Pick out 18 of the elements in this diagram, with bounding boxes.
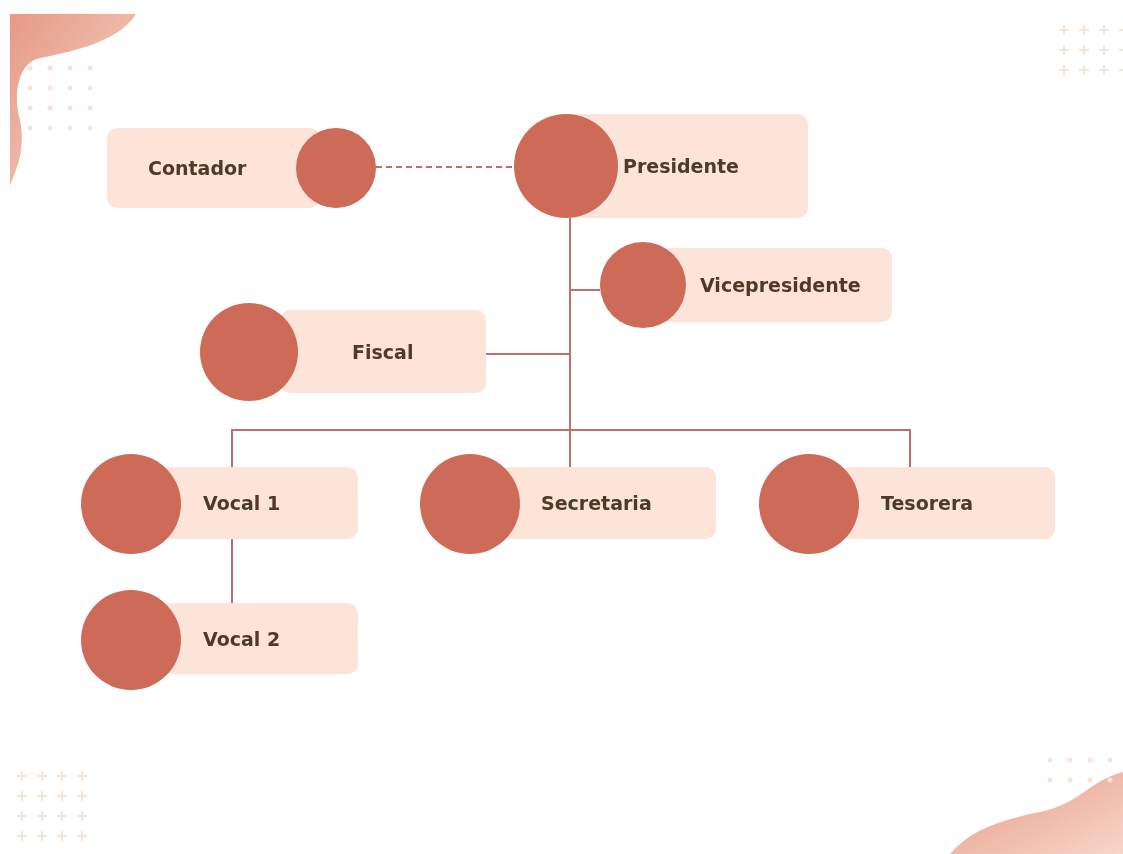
role-label: Secretaria [541,492,652,514]
member-card [759,454,1055,554]
member-card [420,454,716,554]
member-card [81,454,358,554]
role-label: Contador [148,157,247,179]
dashed-connector [375,166,515,168]
member-card [200,303,486,401]
member-card [600,242,892,328]
connector-line [231,538,233,604]
member-card [81,590,358,690]
member-card [107,128,376,208]
role-label: Vocal 1 [203,492,281,514]
role-label: Fiscal [352,340,414,363]
role-label: Tesorera [881,492,974,514]
role-label: Vocal 2 [203,627,281,650]
member-card [514,114,808,218]
role-label: Vicepresidente [700,274,861,296]
role-label: Presidente [623,155,739,177]
